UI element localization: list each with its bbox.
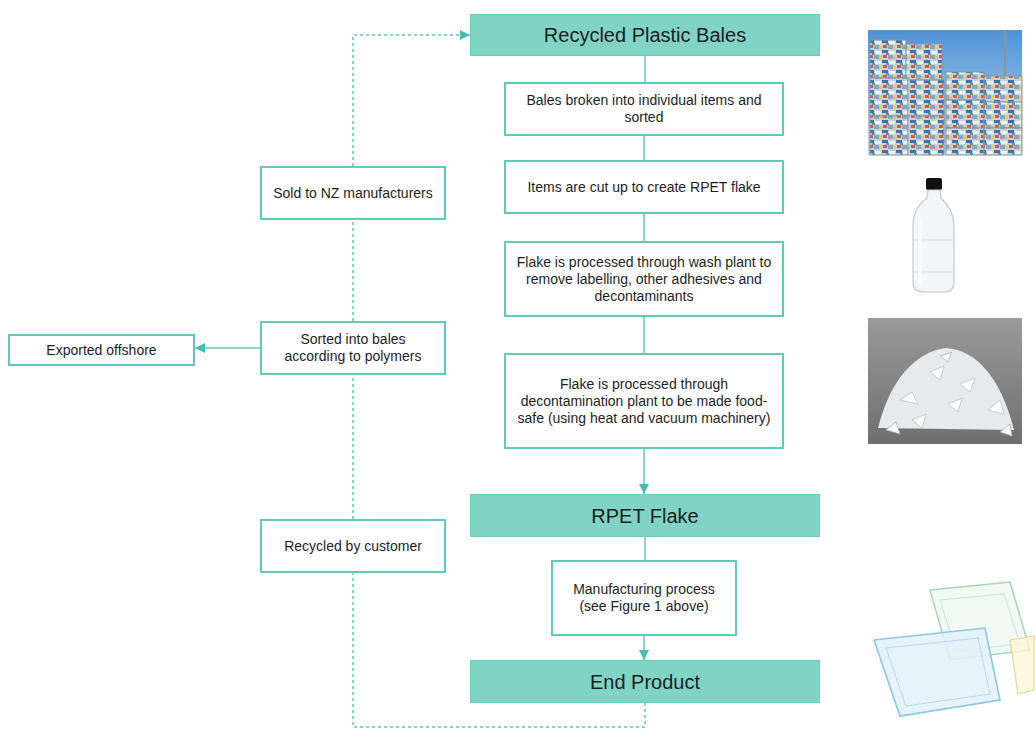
flow-connector [644,56,646,82]
outcome-box: Exported offshore [8,334,195,366]
dashed-connector [352,375,354,519]
flow-connector [643,214,645,241]
dashed-connector [353,35,470,166]
dashed-connector [352,220,354,321]
flow-connector [195,347,260,349]
node-text: Manufacturing process (see Figure 1 abov… [561,581,727,615]
loop-box: Sorted into bales according to polymers [260,321,446,375]
bales-photo [868,30,1022,155]
flow-connector [643,317,645,353]
loop-box: Sold to NZ manufacturers [260,166,446,220]
node-text: Sold to NZ manufacturers [273,185,433,202]
bottle-photo [913,178,954,292]
flow-connector [643,636,645,660]
node-text: Exported offshore [46,342,156,359]
node-text: Sorted into bales according to polymers [270,331,436,365]
stage-band: Recycled Plastic Bales [470,14,820,56]
process-box: Flake is processed through wash plant to… [504,241,784,317]
loop-box: Recycled by customer [260,519,446,573]
flake-photo [868,318,1022,444]
containers-photo [874,582,1034,716]
flow-connector [643,136,645,160]
node-text: RPET Flake [591,504,698,528]
stage-band: RPET Flake [470,494,820,537]
node-text: Flake is processed through wash plant to… [514,254,774,305]
process-box: Items are cut up to create RPET flake [504,160,784,214]
stage-band: End Product [470,660,820,703]
node-text: Flake is processed through decontaminati… [514,376,774,427]
node-text: Recycled by customer [284,538,422,555]
process-box: Bales broken into individual items and s… [504,82,784,136]
node-text: Items are cut up to create RPET flake [527,179,760,196]
flow-connector [643,449,645,494]
process-box: Manufacturing process (see Figure 1 abov… [551,560,737,636]
flow-connector [644,537,646,560]
process-box: Flake is processed through decontaminati… [504,353,784,449]
node-text: End Product [590,670,700,694]
node-text: Recycled Plastic Bales [544,23,746,47]
node-text: Bales broken into individual items and s… [514,92,774,126]
